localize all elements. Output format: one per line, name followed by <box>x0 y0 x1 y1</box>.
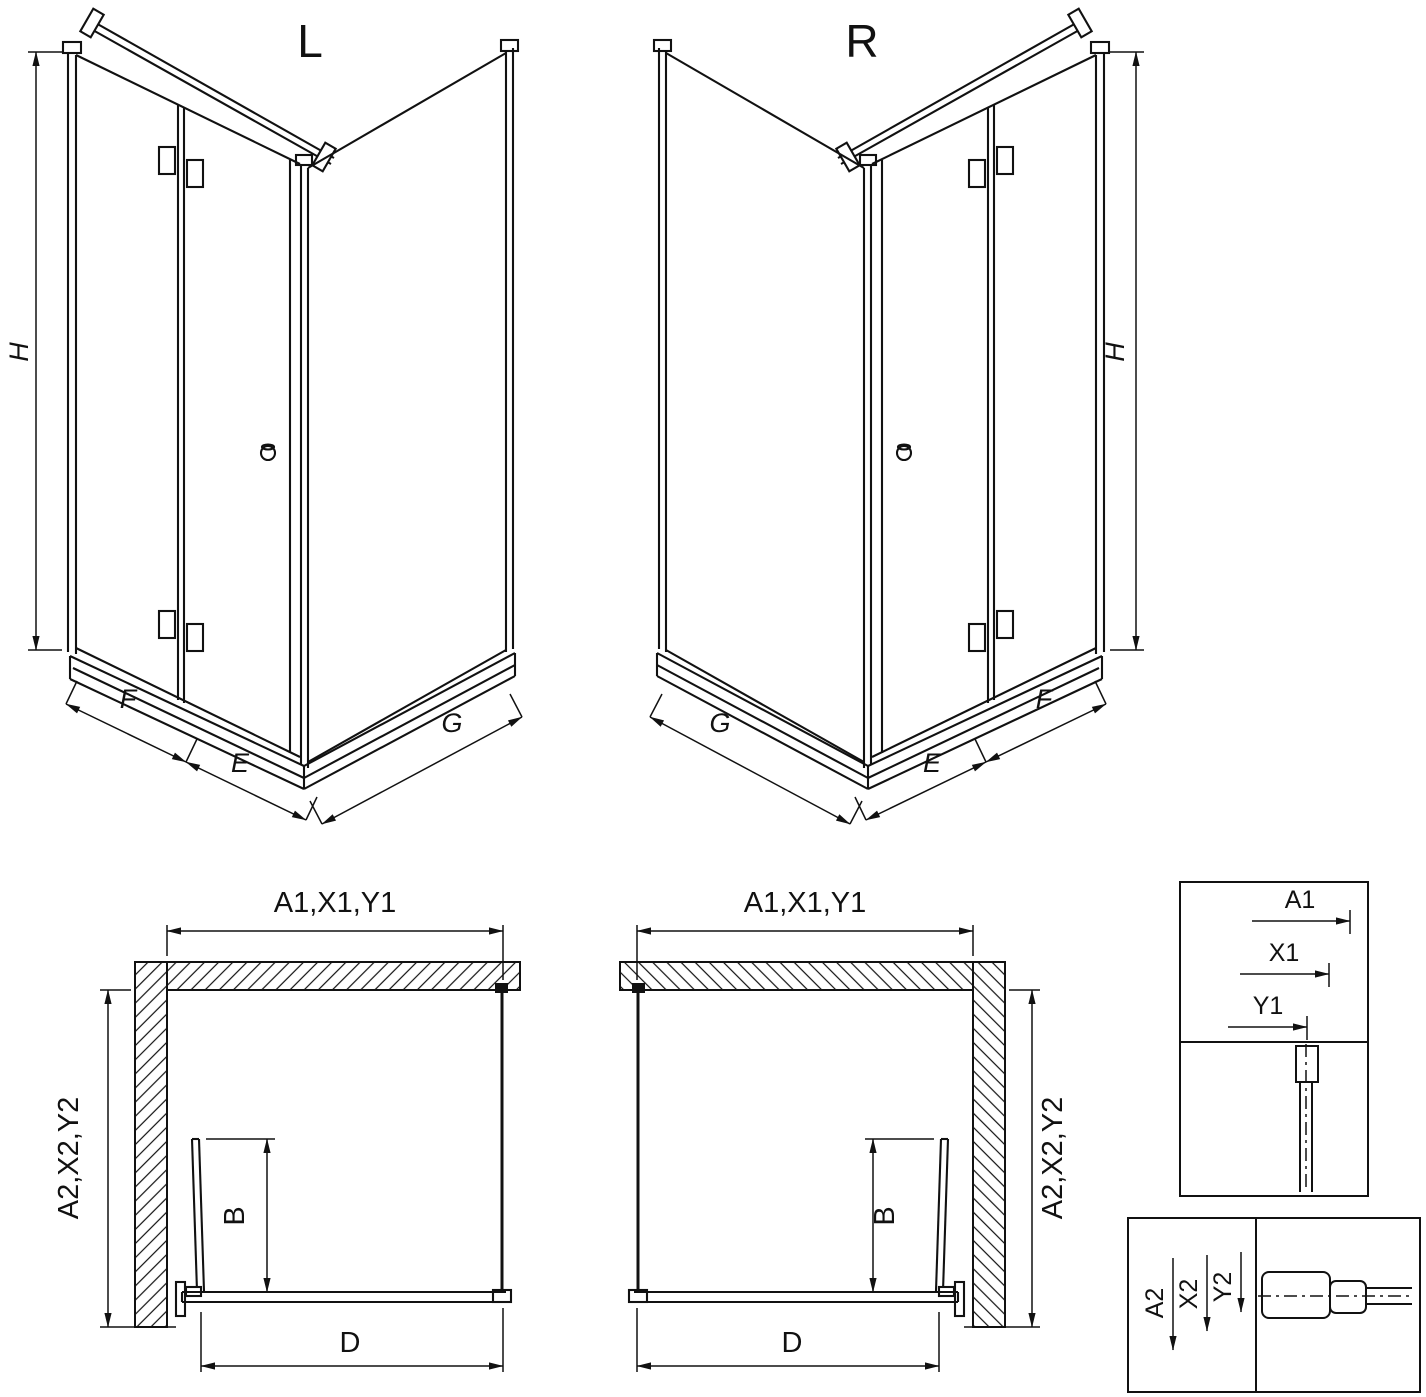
detail-a1-label: A1 <box>1285 886 1316 914</box>
plan-depth-label-right: A2,X2,Y2 <box>1037 1097 1069 1220</box>
detail-a2-label: A2 <box>1141 1288 1169 1319</box>
fold-panel-label-right: F <box>1036 684 1054 714</box>
side-panel-label-right: G <box>709 708 730 738</box>
variant-label-right: R <box>845 15 878 67</box>
detail-bottom-profile-section <box>1258 1271 1414 1319</box>
iso-view-left: L H F E G <box>4 9 522 824</box>
plan-door-label-right: B <box>869 1206 901 1225</box>
plan-view-right: A1,X1,Y1 A2,X2,Y2 B D <box>620 887 1069 1372</box>
plan-inner-label-right: D <box>782 1327 803 1359</box>
detail-view-bottom: A2 X2 Y2 <box>1127 1217 1421 1393</box>
detail-top-frame <box>1179 881 1369 1197</box>
plan-view-left: A1,X1,Y1 A2,X2,Y2 B D <box>53 887 520 1372</box>
plan-depth-label-left: A2,X2,Y2 <box>53 1097 85 1220</box>
plan-width-label-right: A1,X1,Y1 <box>744 887 867 919</box>
detail-x1-label: X1 <box>1269 939 1300 967</box>
height-label-left: H <box>4 342 34 362</box>
door-panel-label-left: E <box>231 748 250 778</box>
fold-panel-label-left: F <box>120 684 138 714</box>
iso-line-art-right <box>650 9 1144 824</box>
plan-inner-label-left: D <box>340 1327 361 1359</box>
side-panel-label-left: G <box>441 708 462 738</box>
iso-view-right: R H F E G <box>650 9 1144 824</box>
detail-y1-label: Y1 <box>1253 992 1284 1020</box>
iso-line-art-left <box>28 9 522 824</box>
door-panel-label-right: E <box>923 748 942 778</box>
detail-view-top: A1 X1 Y1 <box>1179 881 1369 1197</box>
plan-width-label-left: A1,X1,Y1 <box>274 887 397 919</box>
height-label-right: H <box>1100 342 1130 362</box>
detail-top-profile-section <box>1295 1044 1319 1192</box>
detail-y2-label: Y2 <box>1209 1272 1237 1303</box>
plan-line-art-left <box>100 925 520 1372</box>
plan-line-art-right <box>620 925 1040 1372</box>
variant-label-left: L <box>297 15 323 67</box>
plan-door-label-left: B <box>219 1206 251 1225</box>
detail-x2-label: X2 <box>1175 1279 1203 1310</box>
